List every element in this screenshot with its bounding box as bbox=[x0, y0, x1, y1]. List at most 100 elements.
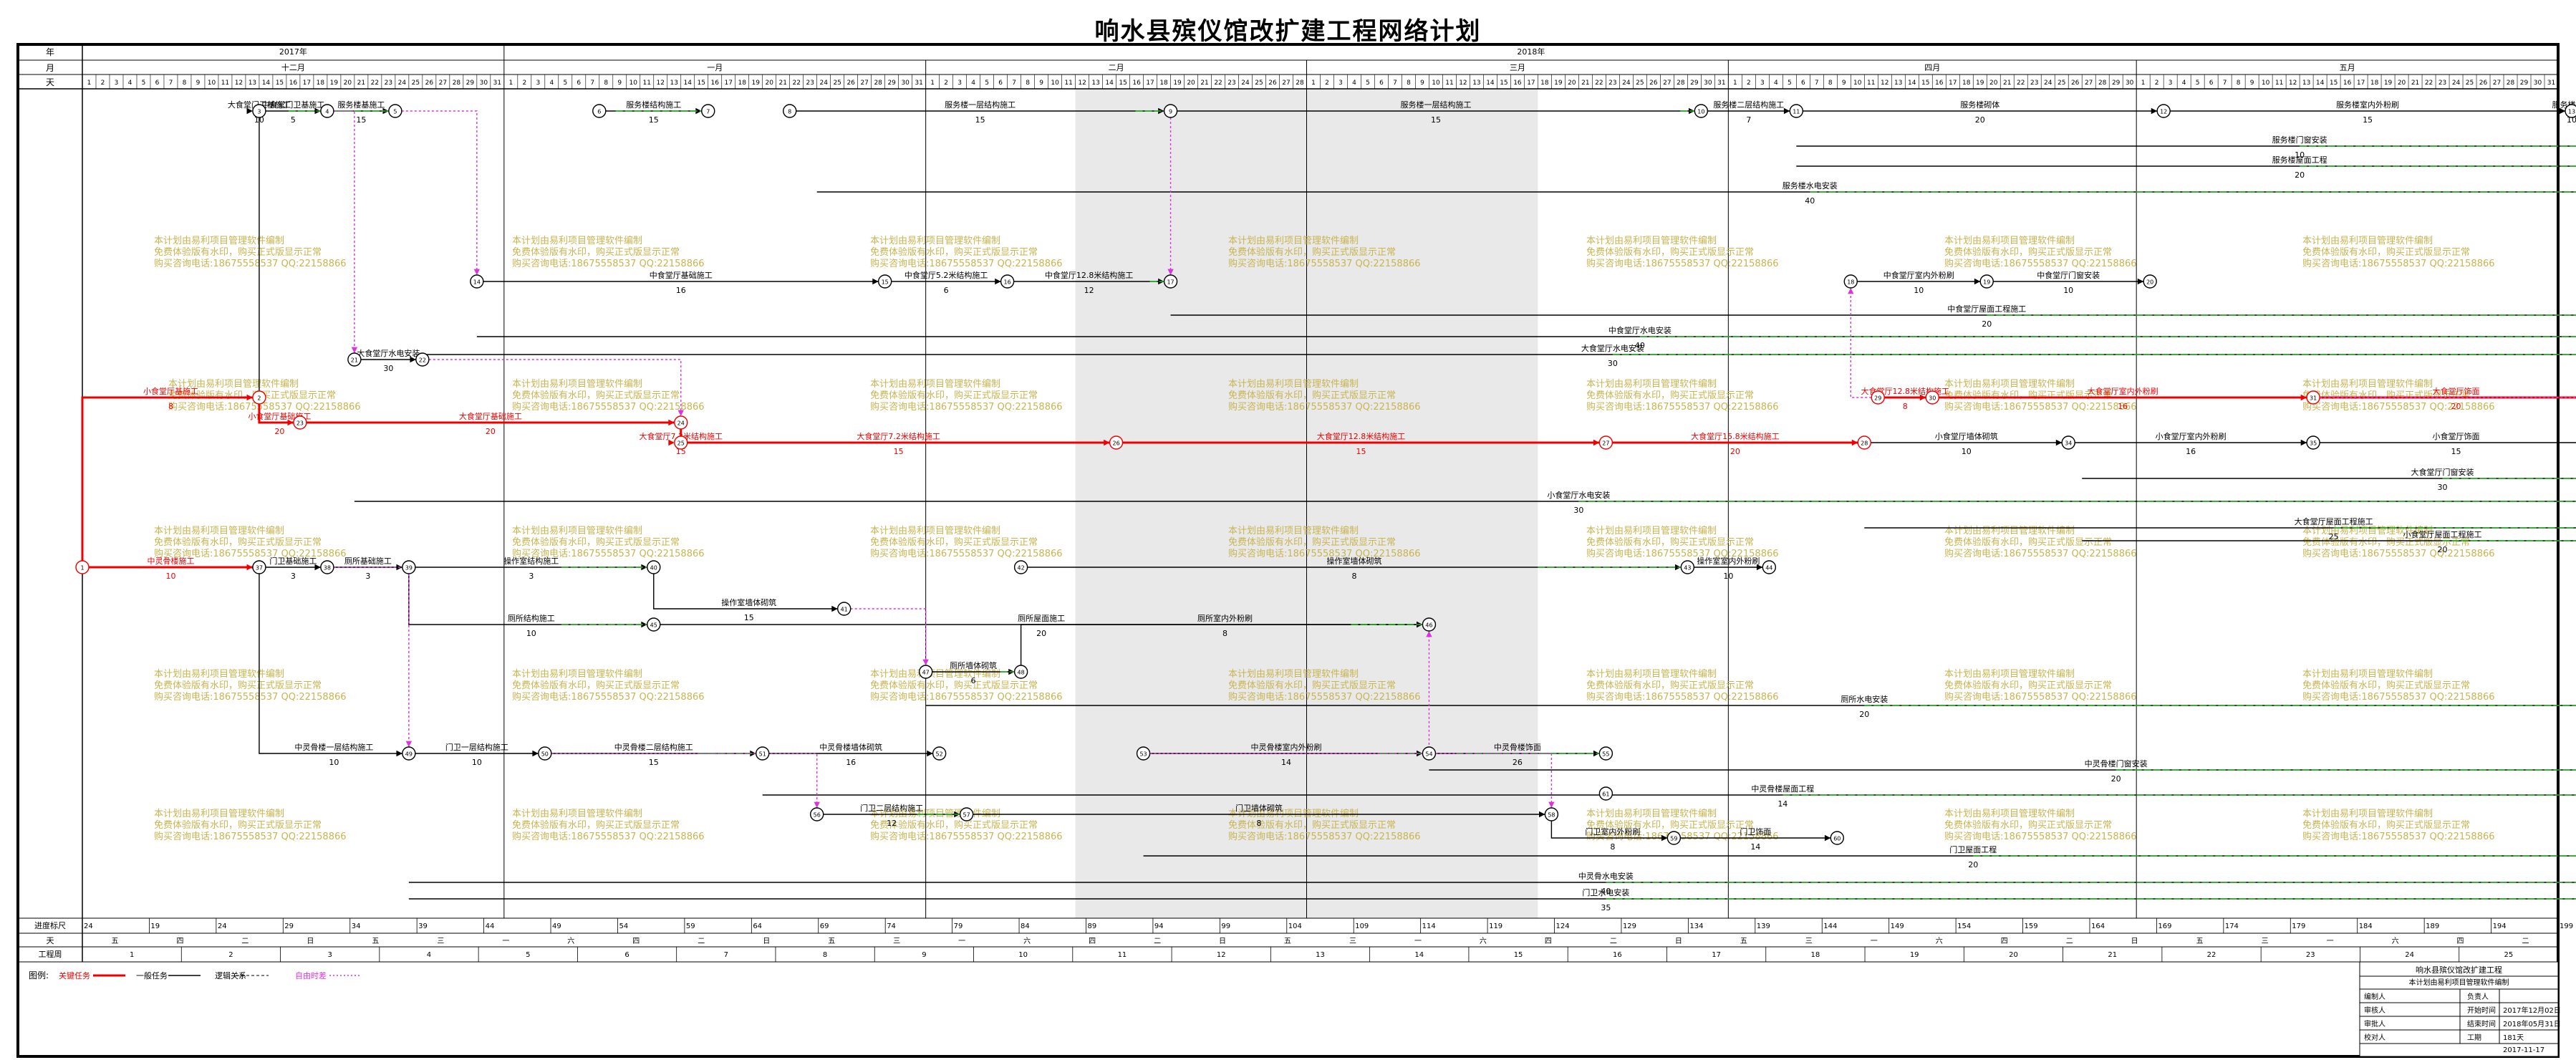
header-day-label: 天 bbox=[46, 77, 54, 87]
watermark-text: 本计划由易利项目管理软件编制 bbox=[1586, 379, 1717, 390]
day-number: 1 bbox=[508, 80, 513, 87]
weekday-label: 二 bbox=[1610, 938, 1617, 945]
day-number: 15 bbox=[276, 80, 284, 87]
event-node-number: 18 bbox=[1847, 279, 1854, 286]
day-number: 16 bbox=[2343, 80, 2352, 87]
weekday-label: 六 bbox=[1023, 937, 1031, 945]
day-number: 19 bbox=[330, 80, 339, 87]
task-duration: 20 bbox=[2111, 774, 2121, 784]
task-label: 大食堂厅7.2米结构施工 bbox=[857, 431, 940, 441]
task-duration: 20 bbox=[2438, 545, 2448, 554]
task-duration: 10 bbox=[2295, 150, 2305, 160]
day-number: 22 bbox=[371, 80, 379, 87]
title-block-row-key: 开始时间 bbox=[2467, 1006, 2496, 1015]
day-number: 14 bbox=[262, 80, 271, 87]
day-number: 12 bbox=[657, 80, 665, 87]
day-number: 9 bbox=[1842, 80, 1846, 87]
event-node-number: 47 bbox=[922, 670, 930, 676]
event-node-number: 45 bbox=[650, 622, 657, 629]
watermark-text: 免费体验版有水印，购买正式版显示正常 bbox=[1944, 536, 2112, 548]
task-label: 中灵骨楼墙体砌筑 bbox=[819, 742, 882, 752]
watermark-text: 免费体验版有水印，购买正式版显示正常 bbox=[1944, 246, 2112, 258]
outer-frame bbox=[16, 43, 2560, 1058]
event-node bbox=[1871, 390, 1885, 405]
task-duration: 10 bbox=[1723, 572, 1733, 581]
arrow-head bbox=[750, 750, 756, 757]
day-number: 28 bbox=[2507, 80, 2515, 87]
event-node bbox=[388, 104, 402, 118]
weekday-label: 三 bbox=[1805, 938, 1813, 945]
arrow-head bbox=[2300, 439, 2307, 446]
watermark-text: 免费体验版有水印，购买正式版显示正常 bbox=[2302, 536, 2470, 548]
progress-tick-label: 19 bbox=[150, 922, 160, 930]
task-duration: 3 bbox=[365, 572, 370, 581]
watermark-text: 本计划由易利项目管理软件编制 bbox=[2302, 236, 2433, 246]
task-duration: 30 bbox=[383, 364, 393, 373]
task-duration: 15 bbox=[649, 758, 659, 767]
logic-arrow bbox=[401, 110, 478, 275]
task-duration: 12 bbox=[887, 819, 897, 828]
day-number: 7 bbox=[590, 80, 594, 87]
title-block-frame bbox=[2359, 961, 2559, 1057]
task-duration: 40 bbox=[1635, 341, 1645, 350]
event-node bbox=[320, 104, 334, 118]
day-number: 12 bbox=[235, 80, 243, 87]
arrow-head bbox=[922, 659, 929, 665]
event-node bbox=[1680, 560, 1695, 574]
event-node bbox=[810, 807, 824, 822]
task-duration: 15 bbox=[1356, 447, 1366, 456]
week-label: 25 bbox=[2504, 951, 2513, 959]
week-label: 22 bbox=[2207, 951, 2216, 959]
day-number: 11 bbox=[1445, 80, 1453, 87]
task-label: 中灵骨水电安装 bbox=[1578, 871, 1634, 881]
day-number: 5 bbox=[563, 80, 567, 87]
progress-tick-label: 24 bbox=[84, 922, 93, 930]
weekday-label: 一 bbox=[1871, 938, 1878, 945]
task-label: 中灵骨楼门窗安装 bbox=[2085, 758, 2148, 768]
event-node-number: 26 bbox=[1112, 440, 1119, 447]
weekday-label: 二 bbox=[698, 938, 705, 945]
event-node bbox=[783, 104, 797, 118]
day-number: 14 bbox=[2316, 80, 2325, 87]
task-label: 门卫墙体砌筑 bbox=[1235, 803, 1283, 813]
day-number: 2 bbox=[1747, 80, 1751, 87]
progress-tick-label: 39 bbox=[418, 922, 428, 930]
arrow-head bbox=[2300, 394, 2307, 401]
day-number: 7 bbox=[169, 80, 173, 87]
task-label: 服务楼水电安装 bbox=[1783, 180, 1838, 191]
logic-arrow bbox=[1435, 753, 1553, 808]
watermark-text: 免费体验版有水印，购买正式版显示正常 bbox=[1586, 819, 1754, 831]
week-label: 5 bbox=[526, 951, 530, 959]
weekday-label: 二 bbox=[241, 938, 249, 945]
task-label: 服务楼砌体 bbox=[1960, 100, 1999, 110]
task-label: 门卫饰面 bbox=[1740, 827, 1771, 837]
month-label: 一月 bbox=[707, 63, 723, 72]
day-number: 4 bbox=[2182, 80, 2186, 87]
day-number: 10 bbox=[1432, 80, 1440, 87]
day-number: 8 bbox=[1026, 80, 1030, 87]
day-number: 21 bbox=[2411, 80, 2419, 87]
day-number: 19 bbox=[2384, 80, 2393, 87]
task-label: 中食堂门卫基施工 bbox=[261, 100, 324, 110]
day-number: 4 bbox=[549, 80, 554, 87]
task-duration: 16 bbox=[2186, 447, 2196, 456]
day-number: 17 bbox=[1527, 80, 1535, 87]
day-number: 7 bbox=[1012, 80, 1016, 87]
day-number: 7 bbox=[2223, 80, 2227, 87]
weekday-label: 一 bbox=[958, 938, 965, 945]
month-label: 二月 bbox=[1109, 63, 1124, 72]
event-node bbox=[2306, 435, 2320, 450]
day-number: 26 bbox=[2071, 80, 2080, 87]
month-label: 四月 bbox=[1924, 63, 1940, 72]
watermark-text: 本计划由易利项目管理软件编制 bbox=[154, 236, 284, 246]
arrow-head bbox=[287, 419, 294, 426]
watermark-text: 购买咨询电话:18675558537 QQ:22158866 bbox=[512, 548, 705, 559]
day-number: 21 bbox=[1200, 80, 1208, 87]
watermark-text: 免费体验版有水印，购买正式版显示正常 bbox=[512, 246, 680, 258]
task-label: 厕所墙体砌筑 bbox=[950, 660, 997, 670]
day-number: 12 bbox=[1881, 80, 1888, 87]
task-label: 服务楼一层结构施工 bbox=[945, 100, 1016, 110]
watermark-text: 购买咨询电话:18675558537 QQ:22158866 bbox=[2302, 401, 2495, 413]
day-number: 13 bbox=[1894, 80, 1902, 87]
